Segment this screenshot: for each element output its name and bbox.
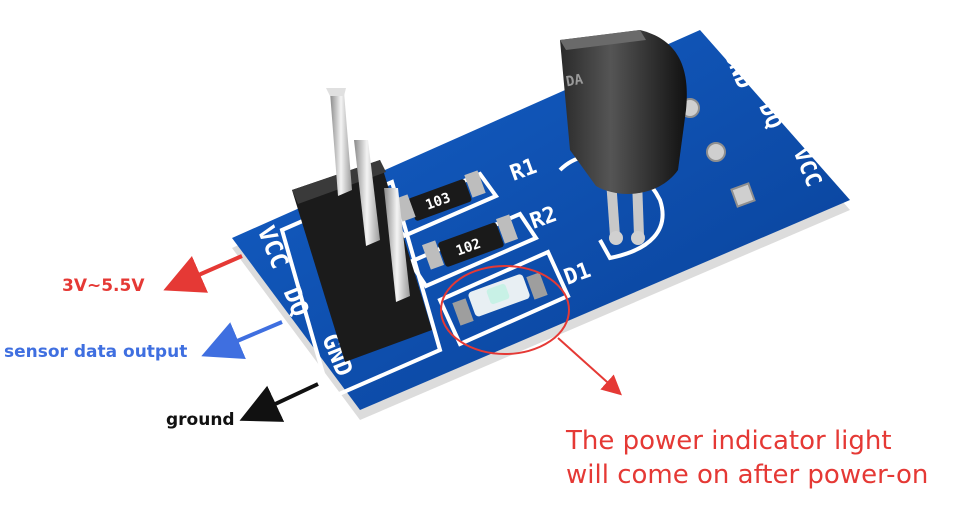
sensor-chip: DA [560,30,687,245]
led-d1 [452,272,548,326]
resistor-r2: 102 [421,214,519,270]
pin-vcc [330,92,352,196]
note-line-2: will come on after power-on [566,460,929,490]
note-arrow [557,337,622,396]
ground-callout-label: ground [166,410,235,430]
pin-dq [354,140,380,246]
note-line-1: The power indicator light [566,426,892,456]
ground-arrow [239,382,319,422]
vcc-callout-label: 3V~5.5V [62,276,145,296]
d1-outline [437,249,571,347]
data-arrow [201,320,283,360]
led-highlight-ellipse [440,265,570,355]
resistor-r1: 103 [394,170,486,222]
pin-header [292,88,432,362]
data-callout-label: sensor data output [4,342,188,362]
power-indicator-note: The power indicator light will come on a… [566,424,956,492]
pin-gnd [384,188,410,302]
pin-holes-right [680,98,756,208]
vcc-arrow [163,254,243,293]
chip-marking: DA [565,72,585,91]
